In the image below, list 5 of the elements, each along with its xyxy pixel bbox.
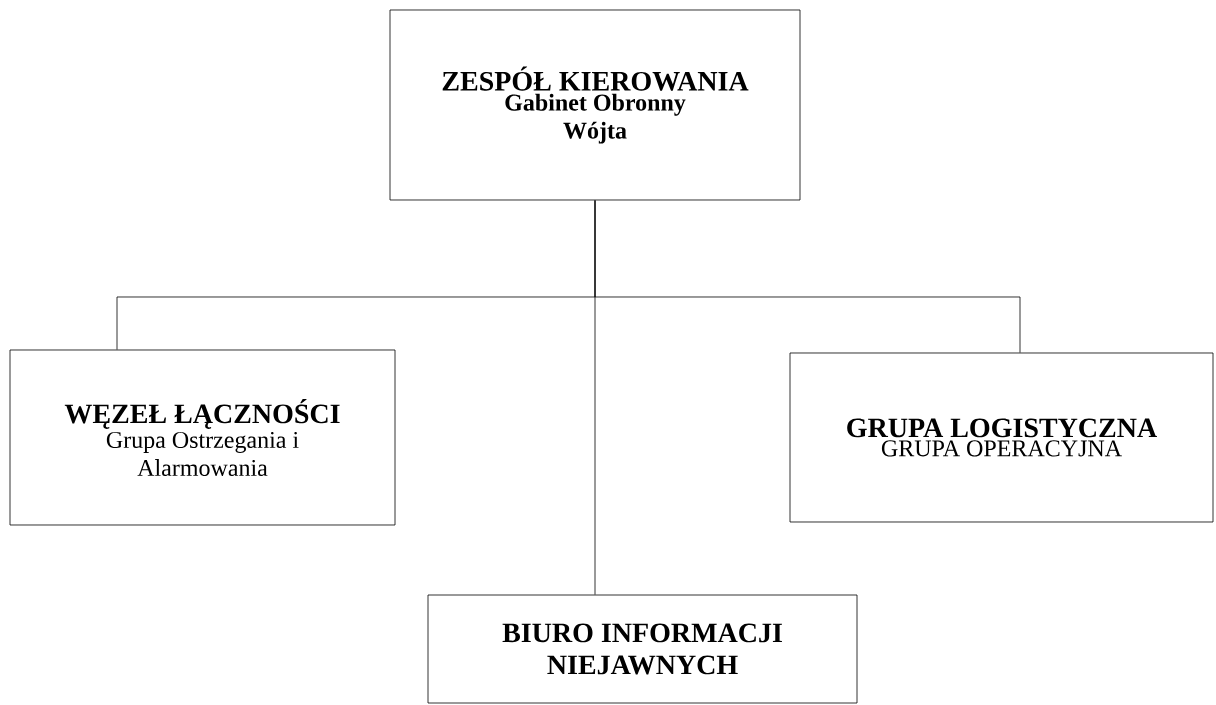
org-box: ZESPÓŁ KIEROWANIA Gabinet Obronny Wójta (389, 9, 801, 201)
connector-line (594, 200, 596, 595)
org-box: BIURO INFORMACJI NIEJAWNYCH (427, 594, 858, 704)
org-box: WĘZEŁ ŁĄCZNOŚCI Grupa Ostrzegania i Alarmowania (9, 349, 396, 526)
org-box: GRUPA LOGISTYCZNA GRUPA OPERACYJNA (789, 352, 1214, 523)
